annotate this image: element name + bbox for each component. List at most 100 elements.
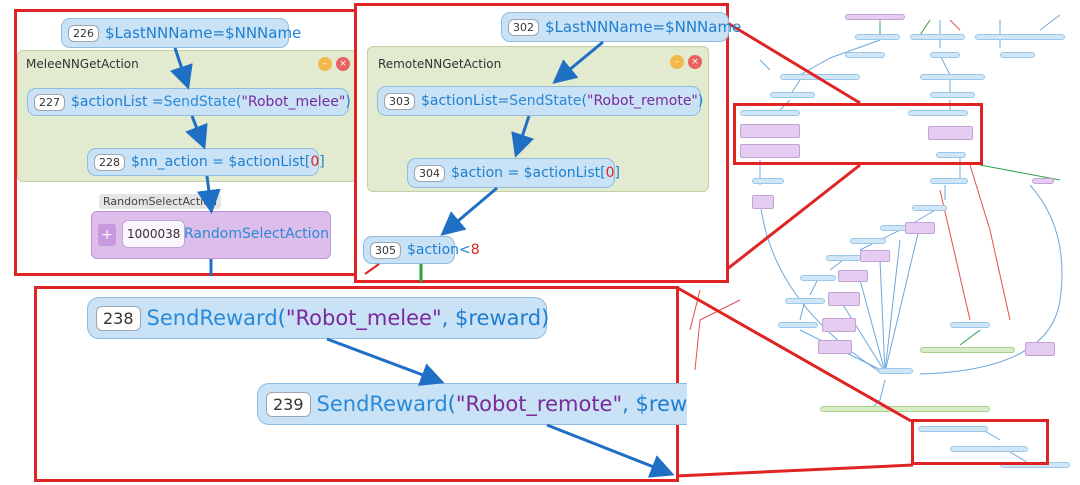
overview-node xyxy=(800,275,836,281)
node-304[interactable]: 304 $action = $actionList[0] xyxy=(407,158,620,188)
node-number: 227 xyxy=(34,93,65,111)
node-string: "Robot_remote" xyxy=(455,392,623,416)
node-expression: $action = $actionList[ xyxy=(451,165,606,181)
random-select-title-tab: RandomSelectAction xyxy=(99,194,221,209)
overview-node xyxy=(855,34,900,40)
overview-node xyxy=(752,195,774,209)
remote-arrows xyxy=(364,40,604,282)
node-value: 8 xyxy=(470,242,480,258)
node-305[interactable]: 305 $action<8 xyxy=(363,236,480,264)
reward-arrows xyxy=(326,337,675,478)
overview-node xyxy=(822,318,856,332)
node-index: 0 xyxy=(310,154,320,170)
node-227[interactable]: 227 $actionList = SendState("Robot_melee… xyxy=(27,88,351,116)
overview-node xyxy=(770,92,815,98)
node-paren-close: ) xyxy=(345,94,351,110)
node-226[interactable]: 226 $LastNNName=$NNName xyxy=(61,18,301,48)
overview-node xyxy=(928,126,973,140)
overview-node xyxy=(878,368,913,374)
node-number: 1000038 xyxy=(122,220,186,248)
overview-node xyxy=(838,270,868,282)
node-string: "Robot_remote" xyxy=(587,93,698,109)
overview-node xyxy=(975,34,1065,40)
node-function: SendState xyxy=(163,94,236,110)
melee-arrows xyxy=(169,47,221,276)
highlight-frame-reward-nodes xyxy=(911,419,1049,465)
group-title: RemoteNNGetAction xyxy=(378,57,502,71)
close-icon[interactable]: × xyxy=(688,55,702,69)
overview-node xyxy=(950,322,990,328)
group-title: MeleeNNGetAction xyxy=(26,57,139,71)
zoom-panel-melee: 226 $LastNNName=$NNName MeleeNNGetAction… xyxy=(14,9,358,276)
overview-node xyxy=(908,110,968,116)
overview-node xyxy=(918,426,988,432)
node-number: 303 xyxy=(384,92,415,110)
minimize-icon[interactable]: – xyxy=(670,55,684,69)
random-select-label: RandomSelectAction xyxy=(184,226,329,242)
overview-node xyxy=(820,406,990,412)
node-expression: $LastNNName=$NNName xyxy=(105,24,302,42)
overview-node xyxy=(845,14,905,20)
zoom-panel-remote: 302 $LastNNName=$NNName RemoteNNGetActio… xyxy=(354,3,741,283)
node-302[interactable]: 302 $LastNNName=$NNName xyxy=(501,12,741,42)
node-condition: $action< xyxy=(407,242,471,258)
node-assign: $actionList = xyxy=(71,94,164,110)
highlight-frame-action-nodes xyxy=(733,103,983,165)
overview-node xyxy=(1000,52,1035,58)
node-303[interactable]: 303 $actionList=SendState("Robot_remote"… xyxy=(377,86,704,116)
node-args: , $reward) xyxy=(441,306,550,330)
node-string: "Robot_melee" xyxy=(285,306,442,330)
node-index: 0 xyxy=(605,165,615,181)
overview-node xyxy=(850,238,886,244)
overview-node xyxy=(818,340,852,354)
highlight-frame-action-nodes-inner xyxy=(738,108,978,160)
node-number: 305 xyxy=(370,241,401,259)
node-paren-open: ( xyxy=(235,94,242,110)
overview-node xyxy=(778,322,818,328)
random-select-action-group[interactable]: + 1000038 RandomSelectAction xyxy=(91,211,331,259)
node-228[interactable]: 228 $nn_action = $actionList[0] xyxy=(87,148,325,176)
zoom-panel-reward: 238 SendReward("Robot_melee", $reward) 2… xyxy=(34,286,687,482)
expand-icon[interactable]: + xyxy=(98,224,116,246)
node-number: 226 xyxy=(68,24,99,42)
overview-node xyxy=(912,205,947,211)
overview-node xyxy=(785,298,825,304)
overview-node xyxy=(740,110,800,116)
node-assign: $actionList= xyxy=(421,93,510,109)
overview-node xyxy=(920,347,1015,353)
minimize-icon[interactable]: – xyxy=(318,57,332,71)
overview-node xyxy=(910,34,965,40)
node-function: SendState xyxy=(509,93,582,109)
node-number: 239 xyxy=(266,391,311,417)
group-controls: – × xyxy=(318,57,350,71)
node-string: "Robot_melee" xyxy=(241,94,346,110)
node-paren-open: ( xyxy=(277,306,286,330)
node-number: 302 xyxy=(508,18,539,36)
overview-node xyxy=(950,446,1028,452)
overview-node xyxy=(1032,178,1054,184)
node-bracket: ] xyxy=(319,154,325,170)
node-paren-open: ( xyxy=(581,93,588,109)
node-238[interactable]: 238 SendReward("Robot_melee", $reward) xyxy=(87,297,550,339)
node-expression: $nn_action = $actionList[ xyxy=(131,154,311,170)
overview-node xyxy=(752,178,784,184)
close-icon[interactable]: × xyxy=(336,57,350,71)
overview-node xyxy=(845,52,885,58)
overview-node xyxy=(930,178,968,184)
node-number: 238 xyxy=(96,305,141,331)
node-function: SendReward xyxy=(316,392,448,416)
node-args: , $rew xyxy=(622,392,688,416)
overview-node xyxy=(930,52,960,58)
group-controls: – × xyxy=(670,55,702,69)
overview-node xyxy=(740,144,800,158)
node-number: 304 xyxy=(414,164,445,182)
overview-node xyxy=(930,92,975,98)
overview-node xyxy=(936,152,966,158)
node-239[interactable]: 239 SendReward("Robot_remote", $rew xyxy=(257,383,687,425)
overview-node xyxy=(1025,342,1055,356)
node-bracket: ] xyxy=(614,165,620,181)
node-function: SendReward xyxy=(146,306,278,330)
overview-node xyxy=(860,250,890,262)
node-paren-close: ) xyxy=(697,93,704,109)
